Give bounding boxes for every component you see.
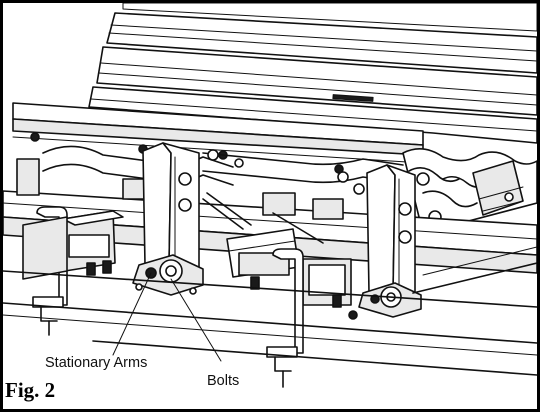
top-slats	[88, 3, 537, 144]
center-clamp	[226, 228, 358, 388]
rear-beam	[12, 102, 424, 174]
left-clamp	[22, 206, 124, 336]
stationary-arm-right	[358, 164, 422, 318]
callout-stationary-arms: Stationary Arms	[45, 355, 148, 371]
front-base	[3, 246, 537, 376]
stationary-arm-left	[132, 142, 204, 296]
mechanism-drawing	[3, 3, 537, 388]
figure-label: Fig. 2	[5, 378, 56, 402]
callout-bolts: Bolts	[207, 373, 240, 389]
hinge-cluster	[402, 148, 537, 234]
callout-leaders	[112, 272, 222, 362]
